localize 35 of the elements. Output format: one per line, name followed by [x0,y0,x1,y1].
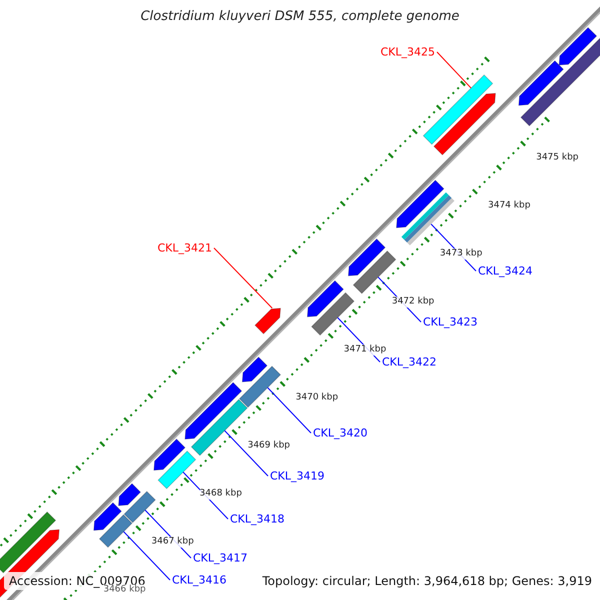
scale-label: 3467 kbp [151,536,194,548]
leader-line [224,430,268,476]
gene-block [238,366,282,408]
scale-label: 3474 kbp [488,200,530,212]
gene-block [311,292,355,336]
gene-label: CKL_3422 [382,355,437,369]
leader-line [214,248,273,309]
gene-block [158,450,196,490]
scale-label: 3469 kbp [248,440,290,452]
gene-block [254,308,281,334]
gene-label: CKL_3424 [478,264,533,278]
gene-label: CKL_3418 [230,512,285,526]
gene-label: CKL_3419 [270,469,325,483]
leader-line [436,52,472,89]
scale-label: 3472 kbp [392,296,434,308]
gene-block [352,250,396,294]
gene-block [98,514,133,548]
gene-label: CKL_3421 [157,241,212,255]
gene-block [190,398,248,456]
leader-line [267,387,312,434]
gene-block [401,192,454,246]
genome-summary: Topology: circular; Length: 3,964,618 bp; Genes: 3,919 [262,574,592,588]
gene-label: CKL_3423 [423,315,478,329]
scale-label: 3471 kbp [344,344,386,356]
gene-block [422,74,494,145]
scale-label: 3473 kbp [440,248,482,260]
scale-label: 3475 kbp [536,152,578,164]
scale-label: 3468 kbp [200,488,242,500]
scale-label: 3470 kbp [296,392,338,404]
gene-label: CKL_3425 [380,45,435,59]
gene-label: CKL_3420 [313,426,368,440]
gene-label: CKL_3416 [172,573,227,587]
gene-label: CKL_3417 [193,551,248,565]
gene-block [124,490,156,524]
diagram-title: Clostridium kluyveri DSM 555, complete genome [140,9,460,25]
